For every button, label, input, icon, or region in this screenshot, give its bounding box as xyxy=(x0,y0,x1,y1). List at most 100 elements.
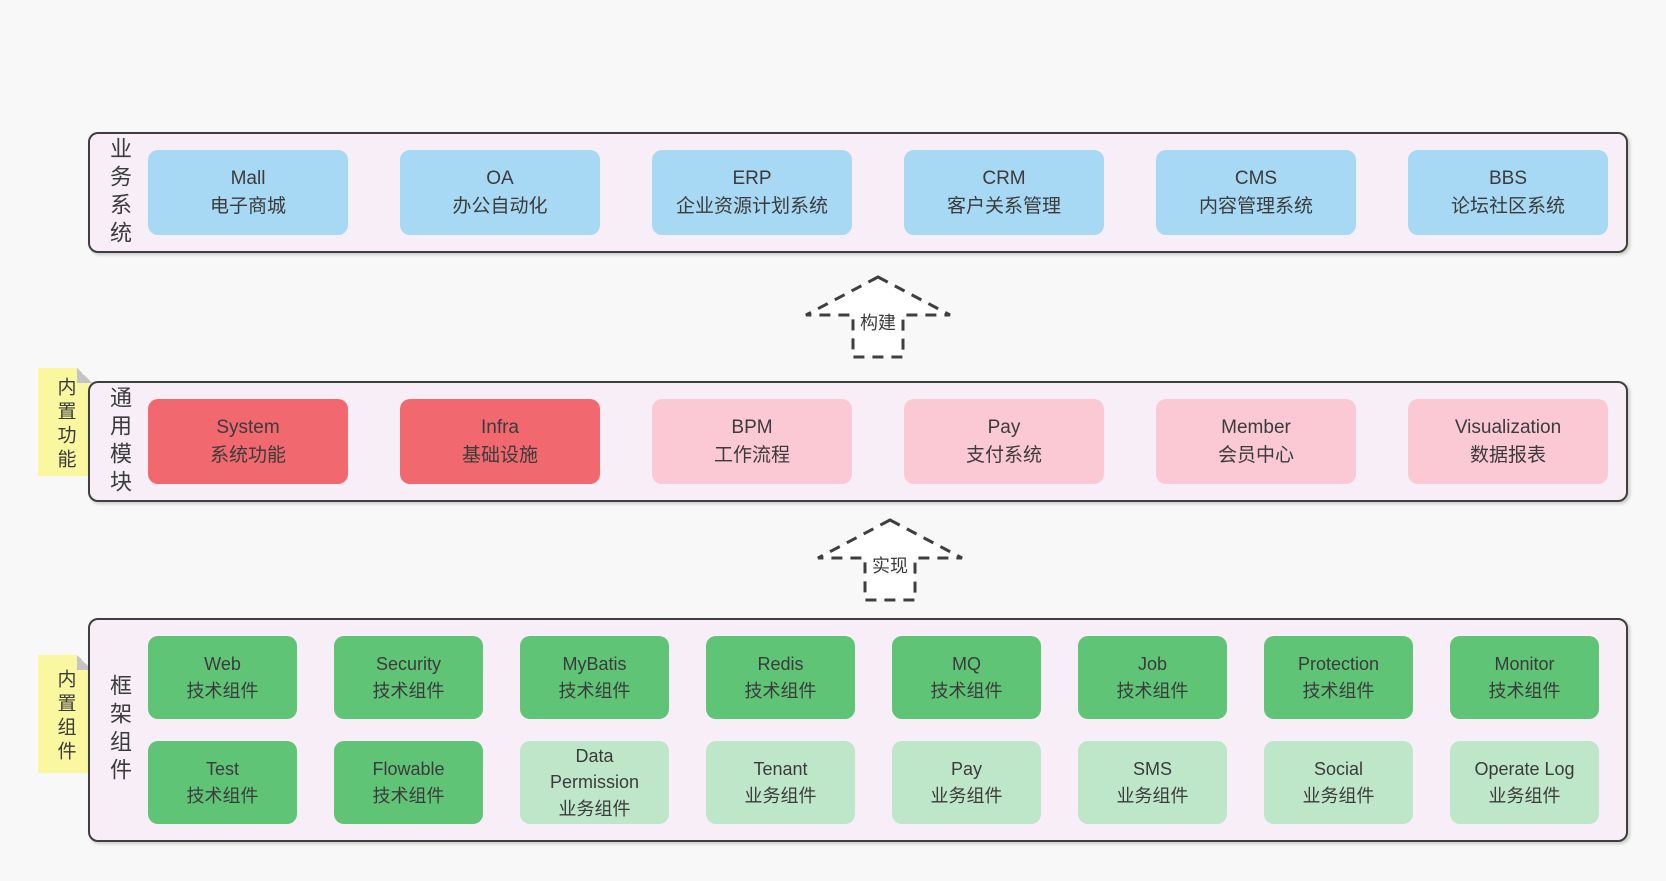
band-label-framework-components: 框架组件 xyxy=(90,620,148,840)
box-title: MQ xyxy=(952,654,981,675)
box-subtitle: 业务组件 xyxy=(1116,785,1189,806)
sticky-note-text: 内置组件 xyxy=(54,669,76,765)
business-systems-band: 业务系统 Mall 电子商城 OA 办公自动化 ERP 企业资源计划系统 CRM… xyxy=(88,132,1628,253)
band-label-text: 通用模块 xyxy=(107,385,132,498)
implement-arrow: 实现 xyxy=(815,517,965,603)
box-title: Pay xyxy=(987,416,1021,438)
box-title: Flowable xyxy=(372,759,445,780)
tech-components-row: Web 技术组件 Security 技术组件 MyBatis 技术组件 Redi… xyxy=(148,636,1626,719)
box-subtitle: 支付系统 xyxy=(965,444,1042,466)
box-subtitle: 技术组件 xyxy=(1116,680,1189,701)
box-data-permission: Data Permission 业务组件 xyxy=(520,741,669,824)
framework-components-rows: Web 技术组件 Security 技术组件 MyBatis 技术组件 Redi… xyxy=(148,620,1626,840)
box-crm: CRM 客户关系管理 xyxy=(904,150,1104,235)
common-modules-row: System 系统功能 Infra 基础设施 BPM 工作流程 Pay 支付系统… xyxy=(148,399,1626,484)
box-pay: Pay 支付系统 xyxy=(904,399,1104,484)
box-job: Job 技术组件 xyxy=(1078,636,1227,719)
box-title: CRM xyxy=(982,167,1026,189)
box-test: Test 技术组件 xyxy=(148,741,297,824)
box-infra: Infra 基础设施 xyxy=(400,399,600,484)
box-subtitle: 业务组件 xyxy=(930,785,1003,806)
box-visualization: Visualization 数据报表 xyxy=(1408,399,1608,484)
folded-corner-icon xyxy=(77,368,92,383)
box-title: Web xyxy=(204,654,241,675)
box-title: Redis xyxy=(757,654,804,675)
box-member: Member 会员中心 xyxy=(1156,399,1356,484)
box-subtitle: 技术组件 xyxy=(744,680,817,701)
box-subtitle: 数据报表 xyxy=(1469,444,1546,466)
box-subtitle: 业务组件 xyxy=(558,798,631,819)
box-social: Social 业务组件 xyxy=(1264,741,1413,824)
box-mq: MQ 技术组件 xyxy=(892,636,1041,719)
band-label-text: 业务系统 xyxy=(107,136,132,249)
sticky-note-text: 内置功能 xyxy=(54,377,76,473)
box-title: Job xyxy=(1137,654,1168,675)
box-bbs: BBS 论坛社区系统 xyxy=(1408,150,1608,235)
box-title: System xyxy=(216,416,280,438)
box-title: Tenant xyxy=(753,759,808,780)
box-title: Mall xyxy=(230,167,266,189)
box-pay-biz: Pay 业务组件 xyxy=(892,741,1041,824)
box-subtitle: 技术组件 xyxy=(372,680,445,701)
box-title: BPM xyxy=(731,416,773,438)
box-subtitle: 业务组件 xyxy=(1488,785,1561,806)
box-erp: ERP 企业资源计划系统 xyxy=(652,150,852,235)
box-subtitle: 技术组件 xyxy=(372,785,445,806)
sticky-note-builtin-components: 内置组件 xyxy=(38,655,92,773)
box-subtitle: 论坛社区系统 xyxy=(1450,195,1565,217)
biz-components-row: Test 技术组件 Flowable 技术组件 Data Permission … xyxy=(148,741,1626,824)
common-modules-band: 通用模块 System 系统功能 Infra 基础设施 BPM 工作流程 Pay… xyxy=(88,381,1628,502)
box-subtitle: 业务组件 xyxy=(744,785,817,806)
arrow-label: 构建 xyxy=(855,308,901,336)
box-title: MyBatis xyxy=(562,654,627,675)
box-subtitle: 技术组件 xyxy=(186,785,259,806)
box-subtitle: 客户关系管理 xyxy=(946,195,1061,217)
box-title: Member xyxy=(1221,416,1291,438)
box-mybatis: MyBatis 技术组件 xyxy=(520,636,669,719)
band-label-text: 框架组件 xyxy=(107,674,132,786)
box-subtitle: 办公自动化 xyxy=(452,195,548,217)
box-title: Test xyxy=(205,759,239,780)
box-system: System 系统功能 xyxy=(148,399,348,484)
band-label-business-systems: 业务系统 xyxy=(90,134,148,251)
box-sms: SMS 业务组件 xyxy=(1078,741,1227,824)
build-arrow: 构建 xyxy=(803,274,953,360)
box-subtitle: 技术组件 xyxy=(1488,680,1561,701)
box-security: Security 技术组件 xyxy=(334,636,483,719)
box-mall: Mall 电子商城 xyxy=(148,150,348,235)
box-title: Data Permission xyxy=(549,746,640,793)
box-subtitle: 技术组件 xyxy=(1302,680,1375,701)
box-subtitle: 电子商城 xyxy=(209,195,286,217)
box-tenant: Tenant 业务组件 xyxy=(706,741,855,824)
box-title: ERP xyxy=(732,167,772,189)
box-title: Social xyxy=(1313,759,1364,780)
box-title: Protection xyxy=(1297,654,1380,675)
box-subtitle: 技术组件 xyxy=(558,680,631,701)
box-subtitle: 企业资源计划系统 xyxy=(675,195,828,217)
box-title: Operate Log xyxy=(1474,759,1575,780)
business-systems-rows: Mall 电子商城 OA 办公自动化 ERP 企业资源计划系统 CRM 客户关系… xyxy=(148,134,1626,251)
box-cms: CMS 内容管理系统 xyxy=(1156,150,1356,235)
sticky-note-builtin-features: 内置功能 xyxy=(38,368,92,476)
box-monitor: Monitor 技术组件 xyxy=(1450,636,1599,719)
box-title: Infra xyxy=(480,416,520,438)
box-subtitle: 会员中心 xyxy=(1217,444,1294,466)
box-title: Monitor xyxy=(1494,654,1555,675)
box-title: Security xyxy=(375,654,442,675)
box-protection: Protection 技术组件 xyxy=(1264,636,1413,719)
box-subtitle: 系统功能 xyxy=(209,444,286,466)
box-web: Web 技术组件 xyxy=(148,636,297,719)
box-title: Visualization xyxy=(1454,416,1562,438)
business-systems-row: Mall 电子商城 OA 办公自动化 ERP 企业资源计划系统 CRM 客户关系… xyxy=(148,150,1626,235)
box-subtitle: 业务组件 xyxy=(1302,785,1375,806)
box-title: CMS xyxy=(1234,167,1278,189)
box-redis: Redis 技术组件 xyxy=(706,636,855,719)
box-subtitle: 技术组件 xyxy=(186,680,259,701)
box-subtitle: 技术组件 xyxy=(930,680,1003,701)
box-title: SMS xyxy=(1132,759,1172,780)
box-subtitle: 内容管理系统 xyxy=(1198,195,1313,217)
framework-components-band: 框架组件 Web 技术组件 Security 技术组件 MyBatis 技术组件… xyxy=(88,618,1628,842)
box-flowable: Flowable 技术组件 xyxy=(334,741,483,824)
box-bpm: BPM 工作流程 xyxy=(652,399,852,484)
box-operate-log: Operate Log 业务组件 xyxy=(1450,741,1599,824)
